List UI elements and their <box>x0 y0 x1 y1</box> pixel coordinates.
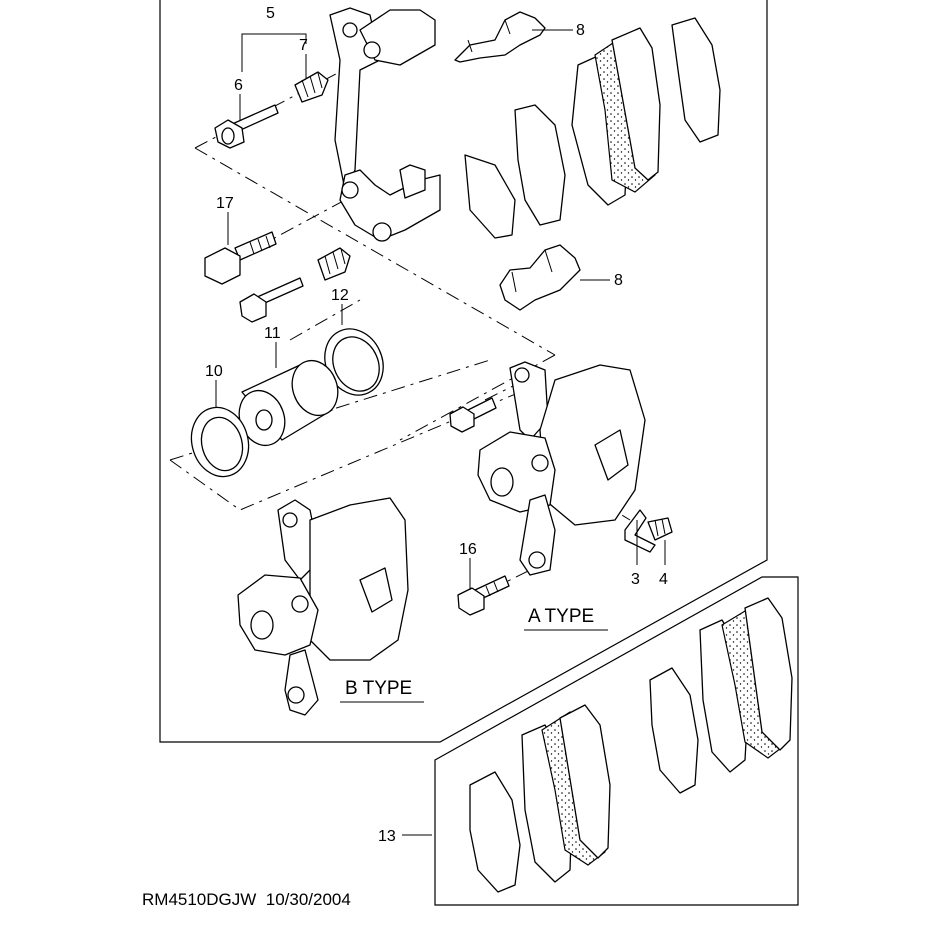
piston-seal-12 <box>324 328 384 396</box>
callout-3: 3 <box>631 571 640 588</box>
b-type-label: B TYPE <box>345 678 412 699</box>
guide-pin-lower <box>239 277 304 323</box>
callout-12: 12 <box>331 287 349 304</box>
guide-boot-7 <box>294 71 329 103</box>
bolt-16 <box>457 575 510 616</box>
guide-boot-lower <box>317 247 351 281</box>
callout-5: 5 <box>266 5 275 22</box>
brake-pads-upper <box>464 17 721 239</box>
caliper-b-type <box>237 497 409 716</box>
callout-8-lower: 8 <box>614 272 623 289</box>
brake-pads-kit-upper-right <box>649 597 793 794</box>
dust-boot-10 <box>190 406 250 478</box>
brake-pads-kit-lower-left <box>469 704 611 893</box>
callout-13: 13 <box>378 828 396 845</box>
bleeder-screw-4 <box>647 517 673 541</box>
callout-8-upper: 8 <box>576 22 585 39</box>
assembly-frame <box>159 0 768 743</box>
anti-rattle-clip-lower <box>499 244 581 311</box>
callout-11: 11 <box>264 325 281 342</box>
callout-4: 4 <box>659 571 668 588</box>
anti-rattle-clip-upper <box>454 11 546 63</box>
a-type-label: A TYPE <box>528 606 594 627</box>
caliper-bracket <box>329 7 441 242</box>
guide-pin-upper <box>214 104 279 149</box>
callout-6: 6 <box>234 77 243 94</box>
bolt-a-type-upper <box>449 397 497 433</box>
piston-11 <box>238 359 339 447</box>
leader-lines <box>215 29 666 836</box>
callout-17: 17 <box>216 195 234 212</box>
callout-16: 16 <box>459 541 477 558</box>
caliper-a-type <box>477 361 646 576</box>
bolt-17 <box>204 231 277 285</box>
callout-10: 10 <box>205 363 223 380</box>
pad-kit-frame <box>434 576 799 906</box>
bleeder-cap-3 <box>624 509 656 553</box>
callout-7: 7 <box>299 37 308 54</box>
reference-code: RM4510DGJW 10/30/2004 <box>142 890 351 909</box>
